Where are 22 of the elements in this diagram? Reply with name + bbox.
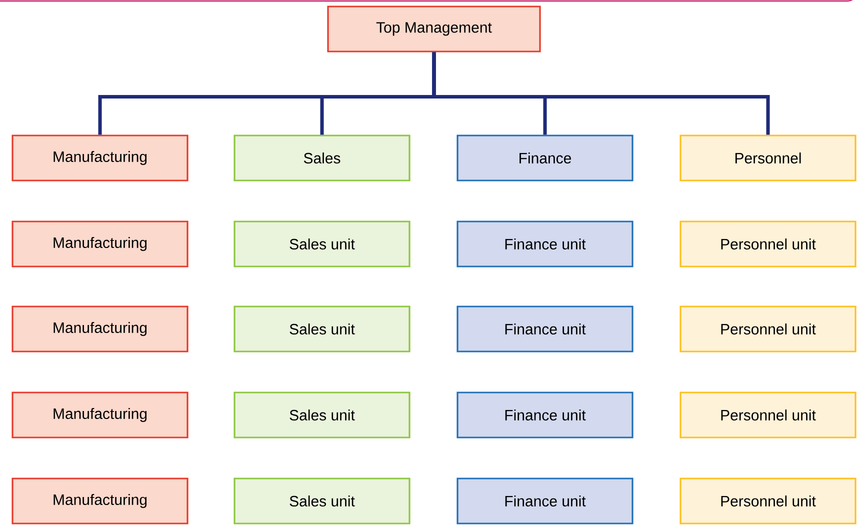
unit-box: Finance unit [456, 220, 634, 268]
connector-line [432, 52, 770, 135]
unit-box: Personnel unit [680, 306, 856, 352]
unit-box: Manufacturing [12, 392, 188, 438]
unit-box: Sales unit [234, 392, 410, 438]
unit-box: Finance unit [456, 478, 634, 524]
unit-box: Personnel unit [680, 392, 856, 438]
department-box: Finance [456, 134, 634, 182]
unit-box: Finance unit [456, 306, 634, 352]
department-box: Manufacturing [12, 134, 188, 182]
unit-box: Sales unit [234, 478, 410, 524]
unit-box: Manufacturing [12, 478, 188, 524]
unit-box: Manufacturing [12, 220, 188, 268]
unit-box: Sales unit [234, 306, 410, 352]
department-box: Sales [234, 134, 410, 182]
department-box: Personnel [680, 134, 856, 182]
unit-box: Sales unit [234, 220, 410, 268]
management-box: Top Management [327, 6, 541, 52]
unit-box: Manufacturing [12, 306, 188, 352]
unit-box: Personnel unit [680, 220, 856, 268]
unit-box: Personnel unit [680, 478, 856, 524]
unit-box: Finance unit [456, 392, 634, 438]
